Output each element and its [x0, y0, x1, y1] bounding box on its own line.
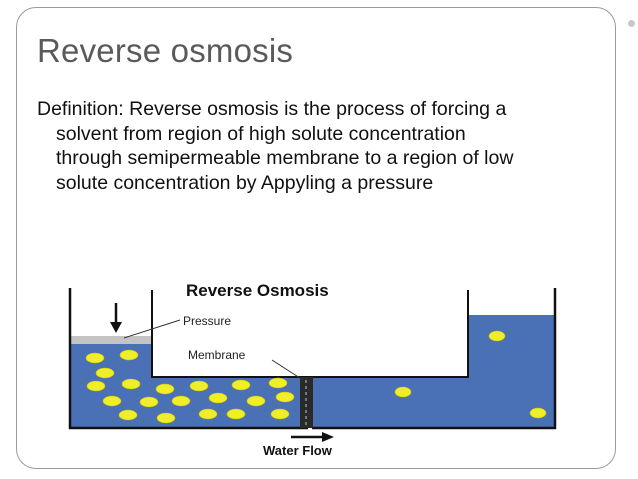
solute [394, 386, 412, 398]
water-flow-arrow-icon [291, 432, 334, 442]
solute [529, 407, 547, 419]
slide-frame [16, 7, 616, 469]
water-flow-label: Water Flow [263, 443, 333, 458]
pressure-arrow-icon [110, 303, 122, 333]
solute [198, 408, 218, 420]
solute [119, 349, 139, 361]
solute [156, 412, 176, 424]
right-solutes [394, 330, 547, 419]
definition-line-4: solute concentration by Appyling a press… [56, 171, 434, 194]
solute [102, 395, 122, 407]
solute [118, 409, 138, 421]
label-box [151, 290, 469, 378]
water-flow-arrow-head [322, 432, 334, 442]
solute [171, 395, 191, 407]
solute [226, 408, 246, 420]
solute [268, 377, 288, 389]
pressure-leader-line [123, 319, 181, 339]
definition-line-2: solvent from region of high solute conce… [56, 122, 466, 145]
right-tank-wall [312, 288, 557, 430]
slide-corner-dot [628, 20, 635, 27]
solute [189, 380, 209, 392]
solute [246, 395, 266, 407]
left-solutes [85, 349, 295, 424]
solute [139, 396, 159, 408]
diagram-heading: Reverse Osmosis [186, 281, 329, 300]
definition-line-1: Definition: Reverse osmosis is the proce… [37, 98, 507, 120]
solute [275, 391, 295, 403]
left-tank-wall [68, 288, 308, 430]
solute [86, 380, 106, 392]
pressure-label: Pressure [183, 314, 231, 328]
solute [85, 352, 105, 364]
membrane-label: Membrane [188, 348, 246, 362]
solute [270, 408, 290, 420]
solute [488, 330, 506, 342]
solute [95, 367, 115, 379]
solute [208, 392, 228, 404]
solute [231, 379, 251, 391]
membrane-leader-line [271, 359, 304, 381]
slide-title: Reverse osmosis [37, 32, 294, 69]
definition-text: Definition: Reverse osmosis is the proce… [37, 97, 607, 195]
definition-line-3: through semipermeable membrane to a regi… [56, 147, 514, 169]
solute [155, 383, 175, 395]
pressure-arrow-head [110, 322, 122, 333]
membrane [300, 377, 313, 428]
piston [70, 336, 152, 344]
solute [121, 378, 141, 390]
